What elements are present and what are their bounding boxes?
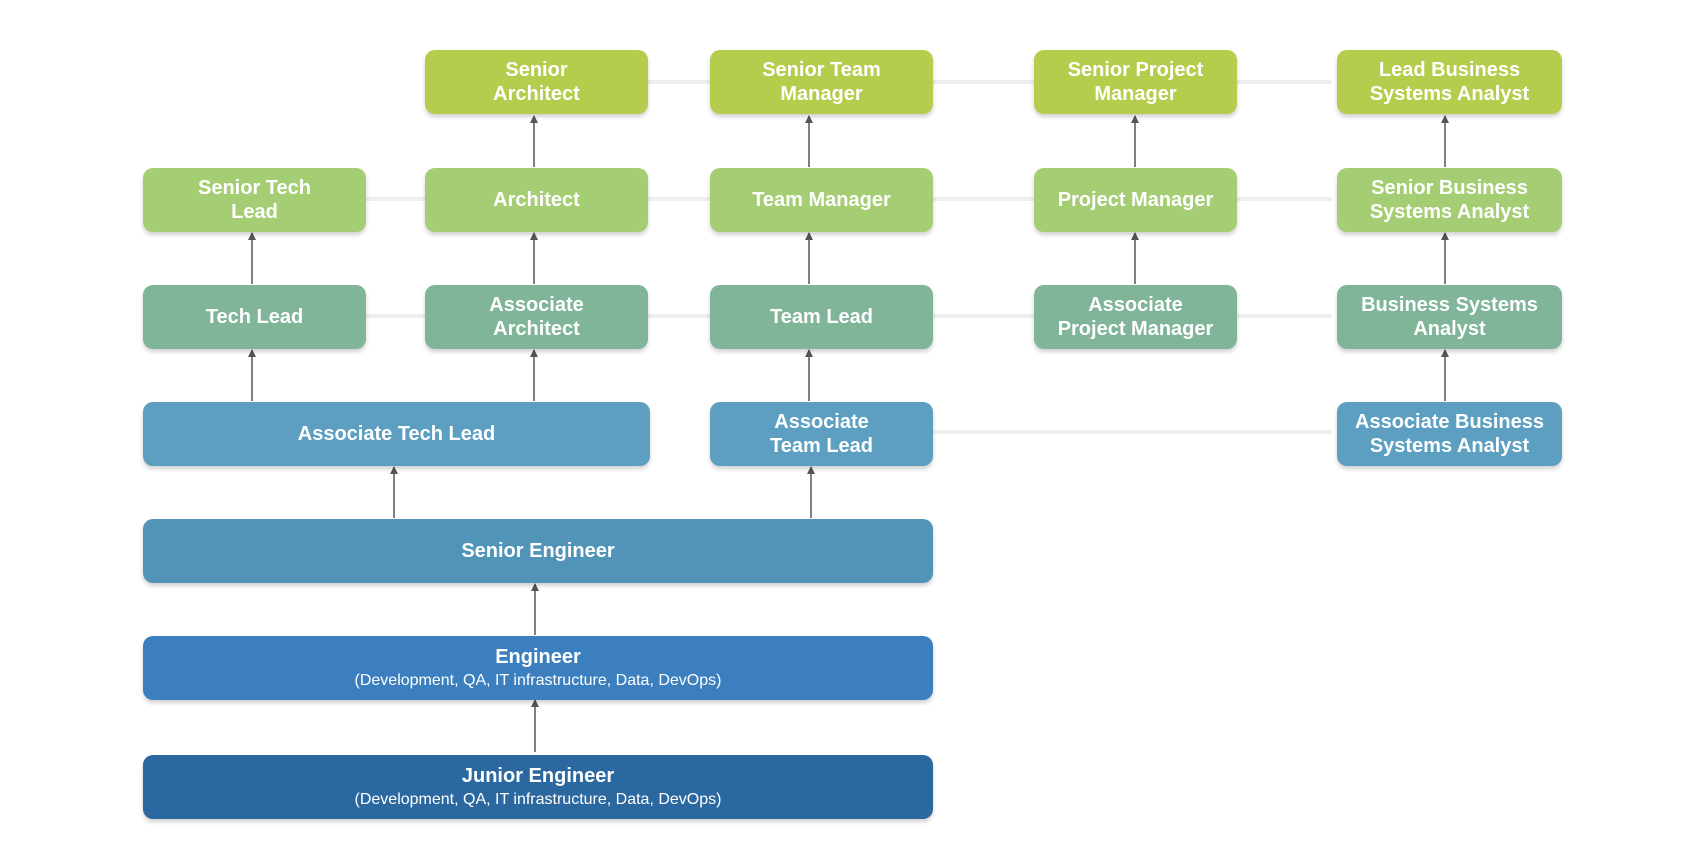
node-label: Senior Architect	[493, 59, 580, 105]
node-senior-project-manager: Senior Project Manager	[1034, 50, 1237, 114]
node-senior-team-manager: Senior Team Manager	[710, 50, 933, 114]
node-sublabel: (Development, QA, IT infrastructure, Dat…	[354, 672, 722, 689]
node-label: Associate Tech Lead	[297, 423, 496, 445]
node-label: Associate Project Manager	[1057, 294, 1214, 340]
node-label: Architect	[493, 189, 580, 211]
node-project-manager: Project Manager	[1034, 168, 1237, 232]
node-senior-tech-lead: Senior Tech Lead	[143, 168, 366, 232]
node-associate-team-lead: Associate Team Lead	[710, 402, 933, 466]
node-sublabel: (Development, QA, IT infrastructure, Dat…	[354, 791, 722, 808]
node-associate-project-manager: Associate Project Manager	[1034, 285, 1237, 349]
node-label: Senior Team Manager	[762, 59, 881, 105]
node-architect: Architect	[425, 168, 648, 232]
node-label: Lead Business Systems Analyst	[1369, 59, 1530, 105]
node-team-manager: Team Manager	[710, 168, 933, 232]
node-label: Project Manager	[1057, 189, 1214, 211]
node-engineer: Engineer (Development, QA, IT infrastruc…	[143, 636, 933, 700]
node-lead-business-systems-analyst: Lead Business Systems Analyst	[1337, 50, 1562, 114]
node-label: Engineer	[495, 646, 581, 668]
node-label: Senior Engineer	[461, 540, 615, 562]
node-associate-business-systems-analyst: Associate Business Systems Analyst	[1337, 402, 1562, 466]
node-senior-engineer: Senior Engineer	[143, 519, 933, 583]
node-junior-engineer: Junior Engineer (Development, QA, IT inf…	[143, 755, 933, 819]
node-senior-business-systems-analyst: Senior Business Systems Analyst	[1337, 168, 1562, 232]
node-label: Associate Business Systems Analyst	[1355, 411, 1544, 457]
node-label: Senior Business Systems Analyst	[1369, 177, 1530, 223]
node-team-lead: Team Lead	[710, 285, 933, 349]
node-label: Senior Tech Lead	[198, 177, 311, 223]
node-label: Senior Project Manager	[1067, 59, 1204, 105]
node-label: Junior Engineer	[461, 765, 615, 787]
node-label: Tech Lead	[205, 306, 304, 328]
node-associate-tech-lead: Associate Tech Lead	[143, 402, 650, 466]
node-label: Business Systems Analyst	[1361, 294, 1538, 340]
node-senior-architect: Senior Architect	[425, 50, 648, 114]
node-label: Team Manager	[752, 189, 891, 211]
node-business-systems-analyst: Business Systems Analyst	[1337, 285, 1562, 349]
node-label: Associate Team Lead	[770, 411, 873, 457]
node-label: Team Lead	[770, 306, 873, 328]
node-tech-lead: Tech Lead	[143, 285, 366, 349]
node-associate-architect: Associate Architect	[425, 285, 648, 349]
node-label: Associate Architect	[489, 294, 584, 340]
